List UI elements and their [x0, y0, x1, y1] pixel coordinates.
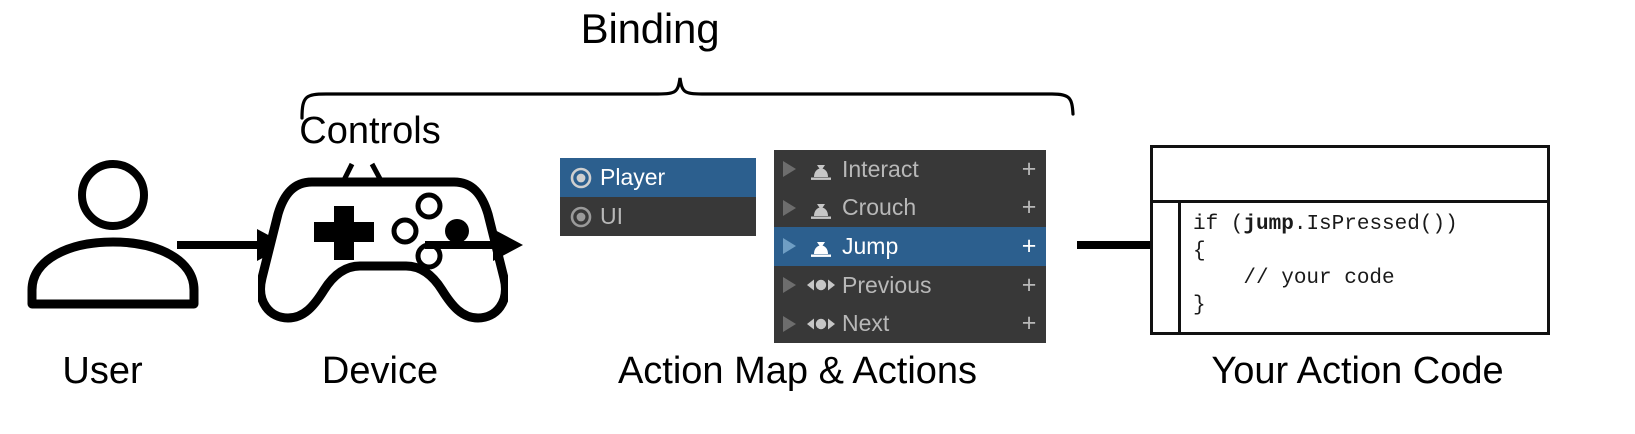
- action-label: Crouch: [842, 194, 917, 221]
- action-map-label: Player: [600, 164, 666, 190]
- action-row-jump[interactable]: Jump +: [774, 227, 1046, 266]
- action-map-row-player[interactable]: Player: [560, 158, 756, 197]
- caption-user: User: [62, 350, 143, 392]
- code-window-titlebar: [1153, 148, 1547, 203]
- chevron-right-icon[interactable]: [774, 314, 804, 334]
- code-line-if-suffix: .IsPressed()): [1293, 213, 1458, 236]
- chevron-right-icon[interactable]: [774, 198, 804, 218]
- gamepad-icon: [258, 177, 508, 323]
- code-window: if (jump.IsPressed()) { // your code }: [1150, 145, 1550, 335]
- action-label: Jump: [842, 232, 899, 259]
- action-map-row-ui[interactable]: UI: [560, 197, 756, 236]
- chevron-right-icon[interactable]: [774, 159, 804, 179]
- button-action-icon: [804, 233, 838, 259]
- user-icon: [27, 160, 199, 309]
- caption-code: Your Action Code: [1211, 350, 1504, 392]
- curly-brace-icon: [300, 77, 1075, 120]
- code-line-open-brace: {: [1193, 240, 1206, 263]
- code-line-close-brace: }: [1193, 294, 1206, 317]
- add-binding-button[interactable]: +: [1021, 231, 1037, 260]
- code-line-if-prefix: if (: [1193, 213, 1244, 236]
- action-row-previous[interactable]: Previous +: [774, 266, 1046, 305]
- chevron-right-icon[interactable]: [774, 236, 804, 256]
- arrow-right-icon: [425, 229, 523, 261]
- action-map-panel[interactable]: Player UI: [560, 158, 756, 236]
- code-gutter: [1153, 203, 1181, 335]
- action-map-icon: [570, 206, 600, 228]
- action-row-crouch[interactable]: Crouch +: [774, 189, 1046, 228]
- button-action-icon: [804, 195, 838, 221]
- code-snippet: if (jump.IsPressed()) { // your code }: [1181, 203, 1547, 335]
- axis-action-icon: [804, 311, 838, 337]
- add-binding-button[interactable]: +: [1021, 270, 1037, 299]
- caption-device: Device: [321, 350, 439, 392]
- dpad-icon: [314, 206, 374, 260]
- add-binding-button[interactable]: +: [1021, 309, 1037, 338]
- code-line-comment: // your code: [1193, 267, 1395, 290]
- action-map-icon: [570, 167, 600, 189]
- action-row-interact[interactable]: Interact +: [774, 150, 1046, 189]
- actions-panel[interactable]: Interact + Crouch +: [774, 150, 1046, 343]
- controls-label: Controls: [299, 110, 441, 152]
- action-row-next[interactable]: Next +: [774, 304, 1046, 343]
- pressed-button-icon: [445, 219, 469, 243]
- add-binding-button[interactable]: +: [1021, 154, 1037, 183]
- action-map-label: UI: [600, 203, 623, 229]
- button-action-icon: [804, 156, 838, 182]
- code-token-jump: jump: [1243, 213, 1294, 236]
- action-label: Previous: [842, 271, 932, 298]
- action-label: Next: [842, 310, 890, 337]
- add-binding-button[interactable]: +: [1021, 193, 1037, 222]
- binding-label: Binding: [580, 5, 720, 52]
- caption-action-map: Action Map & Actions: [617, 350, 978, 392]
- action-label: Interact: [842, 155, 919, 182]
- axis-action-icon: [804, 272, 838, 298]
- code-window-body: if (jump.IsPressed()) { // your code }: [1153, 203, 1547, 335]
- chevron-right-icon[interactable]: [774, 275, 804, 295]
